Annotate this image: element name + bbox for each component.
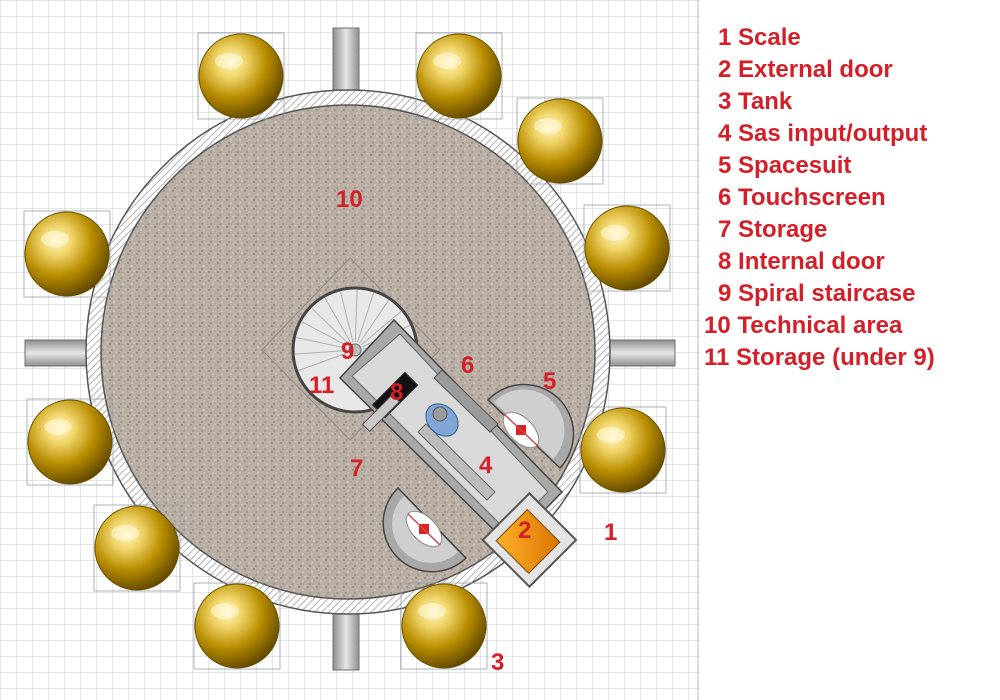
stair-tread — [295, 350, 348, 355]
legend-item-label: Technical area — [737, 312, 903, 339]
gold-sphere-icon — [197, 32, 285, 120]
gold-sphere-icon — [516, 97, 604, 185]
spacesuit-bay-right — [486, 383, 575, 470]
external-door — [481, 491, 578, 589]
plan-number-labels: 1 2 3 4 5 6 7 8 9 10 11 — [309, 186, 617, 676]
label-tank: 3 — [491, 649, 504, 676]
stair-tread — [324, 297, 352, 344]
legend-item-label: Spacesuit — [738, 152, 852, 179]
internal-door-frame — [361, 393, 401, 433]
legend-item-text: 4 — [718, 120, 732, 147]
gold-sphere-icon — [193, 582, 281, 670]
legend-item: 1 Scale — [700, 22, 1000, 54]
spacesuit-icon — [405, 510, 443, 548]
astronaut-icon — [425, 403, 459, 437]
stair-tread — [311, 307, 350, 345]
legend-item: 2 External door — [700, 54, 1000, 86]
stair-tread — [339, 291, 354, 343]
legend-item-label: Touchscreen — [738, 184, 886, 211]
spacesuit-bay-left — [382, 486, 468, 573]
sas-bench — [417, 423, 496, 501]
legend-item-text: 10 — [704, 312, 731, 339]
label-spacesuit: 5 — [543, 368, 556, 395]
gold-sphere-icon — [415, 32, 503, 120]
stair-tread — [301, 321, 349, 347]
legend-item-text: 5 — [718, 152, 732, 179]
legend-item-label: Sas input/output — [738, 120, 928, 147]
touchscreen-panel — [433, 369, 499, 433]
label-technical-area: 10 — [336, 186, 363, 213]
gold-sphere-icon — [400, 582, 488, 670]
legend-item-text: 2 — [718, 56, 732, 83]
label-storage: 7 — [350, 455, 363, 482]
gold-sphere-icon — [583, 204, 671, 292]
external-door-hatch — [495, 508, 561, 574]
legend-item: 8 Internal door — [700, 246, 1000, 278]
spacesuit-icon — [502, 411, 540, 449]
label-external-door: 2 — [518, 517, 531, 544]
legend-item-text: 6 — [718, 184, 732, 211]
legend-item: 6 Touchscreen — [700, 182, 1000, 214]
label-storage-under-stairs: 11 — [309, 372, 334, 399]
legend-item-text: 8 — [718, 248, 732, 275]
label-touchscreen: 6 — [461, 352, 474, 379]
label-internal-door: 8 — [390, 379, 403, 406]
staircase-core — [348, 343, 362, 357]
label-sas: 4 — [479, 452, 493, 479]
gold-sphere-icon — [26, 398, 114, 486]
legend-item-label: Spiral staircase — [738, 280, 916, 307]
legend-item: 5 Spacesuit — [700, 150, 1000, 182]
legend-item: 10 Technical area — [700, 310, 1000, 342]
habitat-floor-plan: 1 2 3 4 5 6 7 8 9 10 11 — [0, 0, 700, 700]
stair-tread — [298, 352, 348, 371]
legend-item: 11 Storage (under 9) — [700, 342, 1000, 374]
stair-tread — [296, 337, 348, 349]
stair-tread — [359, 299, 389, 344]
legend-item-label: External door — [738, 56, 893, 83]
legend-item-text: 9 — [718, 280, 732, 307]
gold-sphere-icon — [23, 210, 111, 298]
label-scale: 1 — [604, 519, 617, 546]
staircase-footprint — [261, 257, 441, 441]
legend-item-label: Storage — [738, 216, 828, 243]
gold-sphere-icon — [579, 406, 667, 494]
legend-item-label: Tank — [738, 88, 793, 115]
legend-item-text: 3 — [718, 88, 732, 115]
tanks — [23, 32, 671, 670]
legend-item-text: 1 — [718, 24, 732, 51]
legend-item: 3 Tank — [700, 86, 1000, 118]
stair-tread — [356, 292, 375, 343]
legend-item: 7 Storage — [700, 214, 1000, 246]
legend-item: 4 Sas input/output — [700, 118, 1000, 150]
stair-tread — [354, 290, 358, 343]
legend-item-label: Internal door — [738, 248, 885, 275]
legend-item-text: 11 — [704, 344, 730, 371]
legend-item-text: 7 — [718, 216, 732, 243]
stair-tread — [360, 311, 402, 346]
legend-item: 9 Spiral staircase — [700, 278, 1000, 310]
legend-item-label: Scale — [738, 24, 801, 51]
gold-sphere-icon — [93, 504, 181, 592]
legend-item-label: Storage (under 9) — [736, 344, 935, 371]
label-staircase: 9 — [341, 338, 354, 365]
